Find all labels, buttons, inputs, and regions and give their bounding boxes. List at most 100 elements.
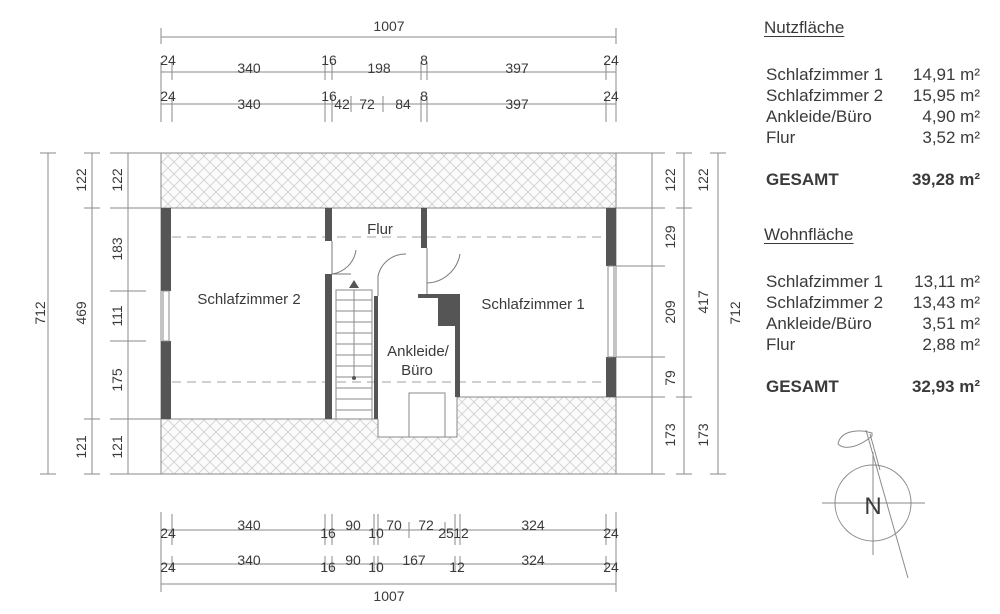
nutzflaeche-row: Schlafzimmer 1 14,91 m² (766, 64, 980, 85)
dim-bot-r1-0: 24 (160, 525, 176, 541)
dim-top-r1-2: 16 (321, 52, 337, 68)
dim-bot-r2-5: 167 (402, 552, 426, 568)
dim-bot-r1-1: 340 (237, 517, 261, 533)
room-label-flur: Flur (367, 221, 393, 238)
dimension-lines-top (160, 28, 617, 122)
area-label: Ankleide/Büro (766, 314, 872, 333)
dim-top-r2-4: 72 (359, 96, 375, 112)
dim-bot-r2-6: 12 (449, 559, 465, 575)
dim-top-r2-6: 8 (420, 88, 428, 104)
dim-right-total: 712 (727, 301, 743, 325)
windows (162, 265, 615, 358)
area-label: Flur (766, 128, 796, 147)
dimension-lines-right (616, 152, 726, 475)
dim-bot-r2-2: 16 (320, 559, 336, 575)
dim-top-r2-7: 397 (505, 96, 529, 112)
dim-left-inner-2: 111 (109, 305, 125, 326)
dim-top-r2-8: 24 (603, 88, 619, 104)
dim-left-outer-2: 121 (73, 435, 89, 459)
dimension-lines-bottom (160, 512, 617, 592)
dim-right-inner-1: 129 (662, 225, 678, 249)
area-label: Schlafzimmer 1 (766, 272, 884, 291)
doors (331, 241, 461, 296)
compass-north-label: N (864, 493, 881, 520)
dim-top-r1-1: 340 (237, 60, 261, 76)
stair-start-dot (352, 376, 356, 380)
dim-bot-r2-8: 24 (603, 559, 619, 575)
dim-bot-r1-5: 70 (386, 517, 402, 533)
dim-right-outer-0: 122 (695, 168, 711, 192)
wohnflaeche-row: Schlafzimmer 1 13,11 m² (766, 271, 980, 292)
dim-right-inner-4: 173 (662, 423, 678, 447)
dim-left-inner-0: 122 (109, 168, 125, 192)
dim-bot-r2-0: 24 (160, 559, 176, 575)
wohnflaeche-list: Schlafzimmer 1 13,11 m² Schlafzimmer 2 13,… (766, 271, 980, 355)
dim-bot-r2-4: 10 (368, 559, 384, 575)
dim-bot-r2-3: 90 (345, 552, 361, 568)
dim-top-r2-3: 42 (334, 96, 350, 112)
dim-left-inner-4: 121 (109, 435, 125, 459)
nutzflaeche-row: Flur 3,52 m² (766, 127, 980, 148)
nutzflaeche-total: GESAMT 39,28 m² (766, 170, 980, 190)
area-value: 3,52 m² (922, 128, 980, 147)
dim-left-outer-0: 122 (73, 168, 89, 192)
area-label: Schlafzimmer 1 (766, 65, 884, 84)
staircase (335, 289, 373, 420)
dim-bot-total: 1007 (373, 588, 404, 604)
wohnflaeche-total: GESAMT 32,93 m² (766, 377, 980, 397)
stair-arrow-icon (349, 280, 359, 288)
dim-right-outer-2: 173 (695, 423, 711, 447)
dim-top-r2-5: 84 (395, 96, 411, 112)
nutzflaeche-heading: Nutzfläche (764, 18, 845, 37)
dim-right-inner-3: 79 (662, 370, 678, 386)
dim-bot-r1-2: 16 (320, 525, 336, 541)
dim-top-r2-0: 24 (160, 88, 176, 104)
area-value: 14,91 m² (912, 65, 980, 84)
dim-bot-r2-7: 324 (521, 552, 545, 568)
roof-slope-bottom-middle (378, 437, 457, 474)
dim-bot-r1-3: 90 (345, 517, 361, 533)
wohnflaeche-heading: Wohnfläche (764, 225, 854, 244)
area-value: 13,11 m² (914, 272, 980, 291)
dim-right-inner-0: 122 (662, 168, 678, 192)
dim-bot-r2-1: 340 (237, 552, 261, 568)
nutzflaeche-list: Schlafzimmer 1 14,91 m² Schlafzimmer 2 15,… (766, 64, 980, 148)
room-label-ankleide: Ankleide/ (387, 343, 450, 360)
dim-top-r1-6: 24 (603, 52, 619, 68)
dim-bot-r1-6: 72 (418, 517, 434, 533)
compass-icon (822, 429, 925, 579)
total-label: GESAMT (766, 377, 839, 396)
wohnflaeche-row: Schlafzimmer 2 13,43 m² (766, 292, 980, 313)
area-value: 13,43 m² (912, 293, 980, 312)
dim-top-r2-1: 340 (237, 96, 261, 112)
area-label: Schlafzimmer 2 (766, 86, 884, 105)
dim-bot-r1-8: 12 (453, 525, 469, 541)
area-value: 2,88 m² (922, 335, 980, 354)
area-value: 15,95 m² (912, 86, 980, 105)
room-label-schlafzimmer-2: Schlafzimmer 2 (197, 291, 300, 308)
room-label-schlafzimmer-1: Schlafzimmer 1 (481, 296, 584, 313)
area-value: 4,90 m² (922, 107, 980, 126)
dim-top-r1-4: 8 (420, 52, 428, 68)
roof-slope-top (160, 152, 617, 209)
dim-right-outer-1: 417 (695, 290, 711, 314)
area-label: Schlafzimmer 2 (766, 293, 884, 312)
dim-left-outer-1: 469 (73, 301, 89, 325)
dim-left-total: 712 (32, 301, 48, 325)
area-summary: Nutzfläche Schlafzimmer 1 14,91 m² Schlaf… (760, 18, 980, 397)
dim-bot-r1-9: 324 (521, 517, 545, 533)
outline (160, 152, 617, 475)
dim-top-total: 1007 (373, 18, 404, 34)
total-value: 39,28 m² (911, 170, 980, 189)
room-label-buero: Büro (401, 362, 433, 379)
walls (161, 208, 616, 419)
total-value: 32,93 m² (911, 377, 980, 396)
dim-top-r2-2: 16 (321, 88, 337, 104)
dim-right-inner-2: 209 (662, 300, 678, 324)
total-label: GESAMT (766, 170, 839, 189)
dim-top-r1-0: 24 (160, 52, 176, 68)
